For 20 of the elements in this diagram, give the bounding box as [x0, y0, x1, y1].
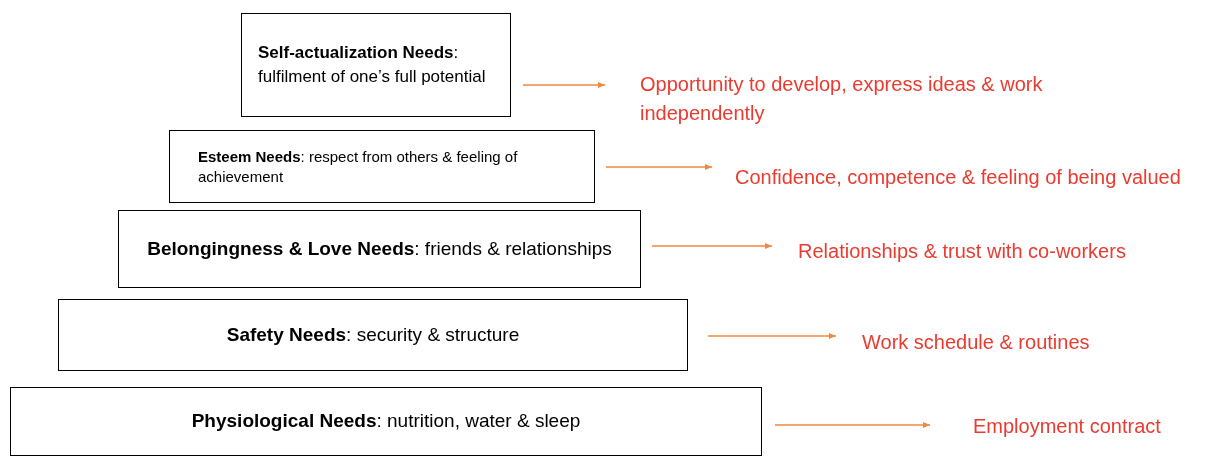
- arrow: [522, 82, 606, 88]
- need-text: Esteem Needs: respect from others & feeling of achievement: [198, 146, 519, 187]
- need-box: [118, 210, 641, 288]
- workplace-example-text: Opportunity to develop, express ideas & work independently: [640, 73, 1043, 124]
- need-text: Safety Needs: security & structure: [225, 322, 521, 347]
- arrow: [605, 164, 713, 170]
- need-box: [241, 13, 511, 117]
- need-text: Physiological Needs: nutrition, water & sleep: [190, 409, 582, 434]
- workplace-example-text: Employment contract: [973, 415, 1161, 437]
- need-text: Belongingness & Love Needs: friends & relationships: [146, 236, 613, 261]
- need-text: Self-actualization Needs: fulfilment of one’s full potential: [258, 42, 487, 88]
- arrow: [707, 333, 837, 339]
- workplace-example-text: Relationships & trust with co-workers: [798, 240, 1126, 262]
- arrow: [774, 422, 931, 428]
- need-box: [169, 130, 595, 203]
- need-box: [58, 299, 688, 371]
- arrow: [651, 243, 773, 249]
- workplace-example-text: Confidence, competence & feeling of being valued: [735, 166, 1181, 188]
- need-box: [10, 387, 762, 456]
- workplace-example-text: Work schedule & routines: [862, 331, 1090, 353]
